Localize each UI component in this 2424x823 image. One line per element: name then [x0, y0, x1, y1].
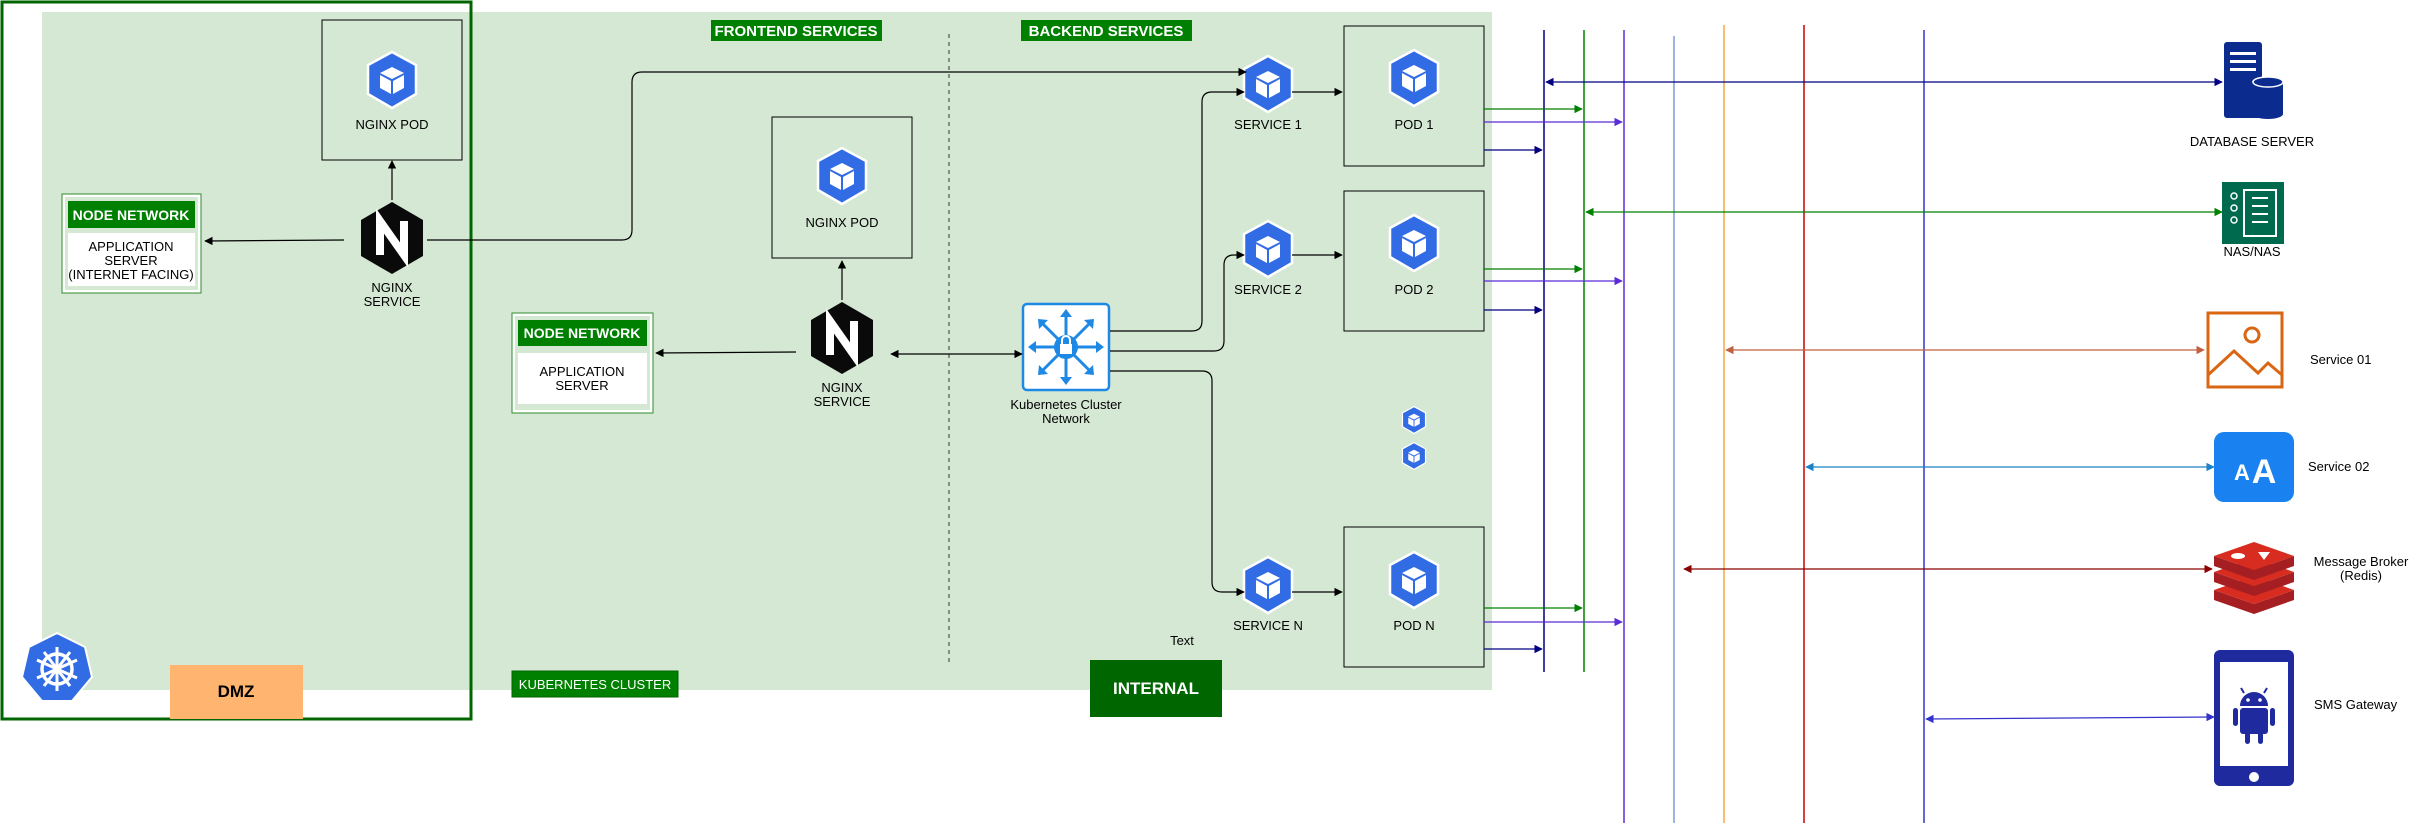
- nginx-service-dmz-line1: NGINX: [371, 280, 413, 295]
- image-icon[interactable]: [2206, 311, 2284, 389]
- arrow-nginx-svc-to-node-dmz: [204, 236, 345, 246]
- network-lock-icon[interactable]: [1021, 302, 1111, 392]
- font-aa-icon[interactable]: A A: [2214, 432, 2294, 502]
- free-text-label: Text: [1170, 633, 1194, 648]
- cube-icon[interactable]: [1242, 54, 1294, 114]
- node-network-dmz-line2: SERVER: [104, 253, 157, 268]
- sms-gateway-label: SMS Gateway: [2314, 697, 2398, 712]
- cube-icon: [1388, 48, 1440, 108]
- service-1-label: SERVICE 1: [1234, 117, 1302, 132]
- pod-2-label: POD 2: [1394, 282, 1433, 297]
- svg-text:A: A: [2252, 453, 2277, 491]
- cluster-network-line2: Network: [1042, 411, 1090, 426]
- dmz-label: DMZ: [218, 682, 255, 701]
- node-network-front-line2: SERVER: [555, 378, 608, 393]
- kubernetes-cluster-label: KUBERNETES CLUSTER: [519, 677, 671, 692]
- cube-icon: [1401, 441, 1427, 471]
- dmz-badge: [170, 665, 303, 719]
- service-01-label: Service 01: [2310, 352, 2371, 367]
- cube-icon: [1401, 405, 1427, 435]
- cluster-network-line1: Kubernetes Cluster: [1010, 397, 1122, 412]
- arrow-cluster-to-service-2: [1110, 250, 1245, 352]
- node-network-dmz-title: NODE NETWORK: [73, 207, 190, 223]
- node-network-front-title: NODE NETWORK: [524, 325, 641, 341]
- arrow-cluster-to-service-n: [1110, 370, 1245, 597]
- nginx-pod-dmz-box[interactable]: [321, 19, 463, 161]
- service-02-label: Service 02: [2308, 459, 2369, 474]
- frontend-services-label: FRONTEND SERVICES: [714, 23, 877, 40]
- message-broker-line1: Message Broker: [2314, 554, 2409, 569]
- nginx-pod-dmz-label: NGINX POD: [356, 117, 429, 132]
- arrow-nginx-dmz-to-service-1: [427, 67, 1247, 241]
- android-phone-icon[interactable]: [2214, 650, 2294, 786]
- internal-badge: [1090, 660, 1222, 717]
- nginx-pod-front-label: NGINX POD: [806, 215, 879, 230]
- helm-wheel-icon: [20, 631, 94, 702]
- pod-2-box[interactable]: [1343, 190, 1485, 332]
- nginx-pod-front-box[interactable]: [771, 116, 913, 259]
- cube-icon: [816, 146, 868, 206]
- pod-n-box[interactable]: [1343, 526, 1485, 668]
- pod-1-box[interactable]: [1343, 25, 1485, 167]
- cube-icon[interactable]: [1242, 555, 1294, 615]
- kubernetes-cluster-badge: [511, 670, 679, 698]
- service-2-label: SERVICE 2: [1234, 282, 1302, 297]
- database-label: DATABASE SERVER: [2190, 134, 2314, 149]
- nginx-service-front-line2: SERVICE: [814, 394, 871, 409]
- database-server-icon[interactable]: [2224, 42, 2284, 119]
- pod-1-label: POD 1: [1394, 117, 1433, 132]
- frontend-services-header: [711, 20, 882, 41]
- service-n-label: SERVICE N: [1233, 618, 1303, 633]
- redis-stack-icon[interactable]: [2214, 542, 2294, 614]
- message-broker-line2: (Redis): [2340, 568, 2382, 583]
- arrow-cluster-to-service-1: [1110, 87, 1245, 332]
- node-network-dmz[interactable]: NODE NETWORK APPLICATION SERVER (INTERNE…: [61, 193, 202, 294]
- internal-label: INTERNAL: [1113, 679, 1199, 698]
- nginx-service-dmz-line2: SERVICE: [364, 294, 421, 309]
- cube-icon: [366, 50, 418, 110]
- backend-services-header: [1021, 20, 1192, 41]
- node-network-front[interactable]: NODE NETWORK APPLICATION SERVER: [511, 312, 654, 414]
- node-network-front-line1: APPLICATION: [539, 364, 624, 379]
- node-network-dmz-line1: APPLICATION: [88, 239, 173, 254]
- cube-icon: [1388, 550, 1440, 610]
- arrow-nginx-front-to-node: [655, 348, 797, 358]
- nas-label: NAS/NAS: [2223, 244, 2280, 259]
- svg-text:A: A: [2234, 460, 2250, 485]
- nas-storage-icon[interactable]: [2222, 182, 2284, 244]
- cube-icon[interactable]: [1242, 219, 1294, 279]
- backend-services-label: BACKEND SERVICES: [1029, 23, 1184, 40]
- cube-icon: [1388, 213, 1440, 273]
- pod-n-label: POD N: [1393, 618, 1434, 633]
- arrow-bus-sms: [1925, 712, 2215, 724]
- node-network-dmz-line3: (INTERNET FACING): [68, 267, 193, 282]
- nginx-service-front-line1: NGINX: [821, 380, 863, 395]
